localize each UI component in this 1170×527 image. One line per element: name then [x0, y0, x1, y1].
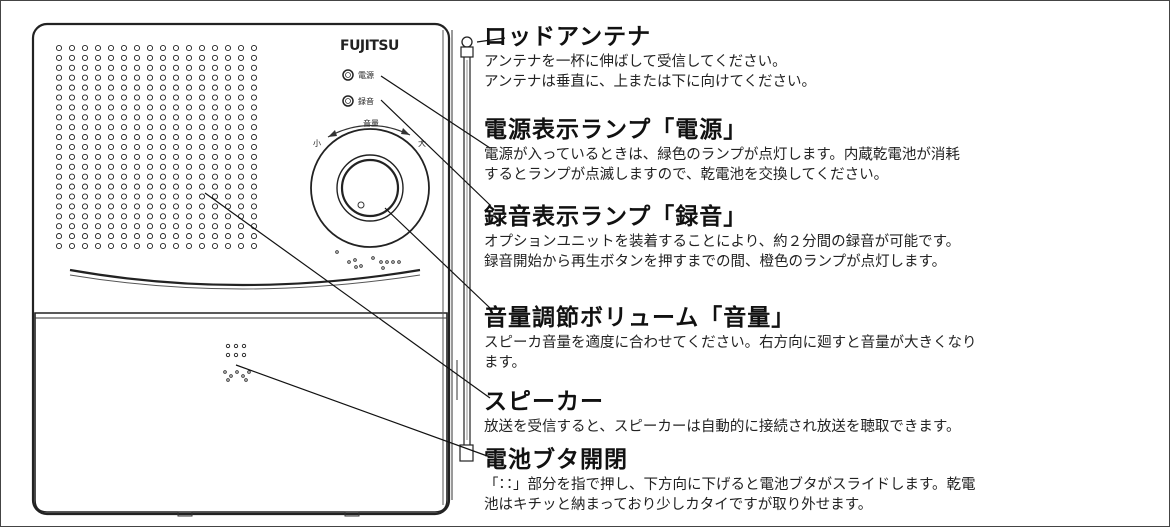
speaker-grille [55, 44, 258, 250]
callout-line: 録音開始から再生ボタンを押すまでの間、橙色のランプが点灯します。 [484, 254, 947, 270]
front-curve [69, 268, 421, 287]
callout-line: アンテナは垂直に、上または下に向けてください。 [484, 74, 817, 90]
callout-volume: 音量調節ボリューム「音量」 スピーカ音量を適度に合わせてください。右方向に廻すと… [484, 305, 1164, 373]
battery-cover [34, 312, 448, 513]
brand-logo: FUJITSU [340, 38, 399, 54]
callout-line: するとランプが点滅しますので、乾電池を交換してください。 [484, 167, 889, 183]
battery-cover-grip-dots [223, 343, 251, 382]
callout-title: 録音表示ランプ「録音」 [484, 204, 748, 230]
callout-title: 音量調節ボリューム「音量」 [484, 305, 796, 331]
callout-title: 電池ブタ開閉 [484, 447, 628, 473]
power-lamp [342, 69, 354, 81]
volume-max-label: 大 [418, 138, 426, 148]
record-lamp-label: 録音 [358, 96, 374, 106]
callout-power-lamp: 電源表示ランプ「電源」 電源が入っているときは、緑色のランプが点灯します。内蔵乾… [484, 117, 1164, 185]
volume-scale-arc [327, 124, 411, 138]
callout-line: 「∷」部分を指で押し、下方向に下げると電池ブタがスライドします。乾電 [484, 477, 976, 493]
callout-line: スピーカ音量を適度に合わせてください。右方向に廻すと音量が大きくなり [484, 335, 977, 351]
callout-line: 池はキチッと納まっており少しカタイですが取り外せます。 [484, 497, 873, 513]
rod-antenna [451, 30, 474, 500]
volume-label: 音量 [363, 118, 379, 128]
volume-dot-markings [335, 250, 401, 270]
callout-rod-antenna: ロッドアンテナ アンテナを一杯に伸ばして受信してください。 アンテナは垂直に、上… [484, 24, 1164, 92]
callout-line: オプションユニットを装着することにより、約２分間の録音が可能です。 [484, 234, 961, 250]
volume-knob[interactable] [310, 128, 430, 248]
callout-line: 放送を受信すると、スピーカーは自動的に接続され放送を聴取できます。 [484, 419, 961, 435]
callout-battery-cover: 電池ブタ開閉 「∷」部分を指で押し、下方向に下げると電池ブタがスライドします。乾… [484, 447, 1164, 515]
callout-speaker: スピーカー 放送を受信すると、スピーカーは自動的に接続され放送を聴取できます。 [484, 389, 1164, 437]
callout-record-lamp: 録音表示ランプ「録音」 オプションユニットを装着することにより、約２分間の録音が… [484, 204, 1164, 272]
callout-line: ます。 [484, 355, 527, 371]
volume-min-label: 小 [313, 139, 321, 148]
leader-lines [204, 37, 506, 458]
callout-title: スピーカー [484, 389, 604, 415]
record-lamp [342, 95, 354, 107]
callout-title: 電源表示ランプ「電源」 [484, 117, 748, 143]
callout-line: 電源が入っているときは、緑色のランプが点灯します。内蔵乾電池が消耗 [484, 147, 960, 163]
callout-column: ロッドアンテナ アンテナを一杯に伸ばして受信してください。 アンテナは垂直に、上… [484, 0, 1170, 527]
callout-title: ロッドアンテナ [484, 24, 652, 50]
power-lamp-label: 電源 [358, 71, 374, 80]
callout-line: アンテナを一杯に伸ばして受信してください。 [484, 54, 787, 70]
